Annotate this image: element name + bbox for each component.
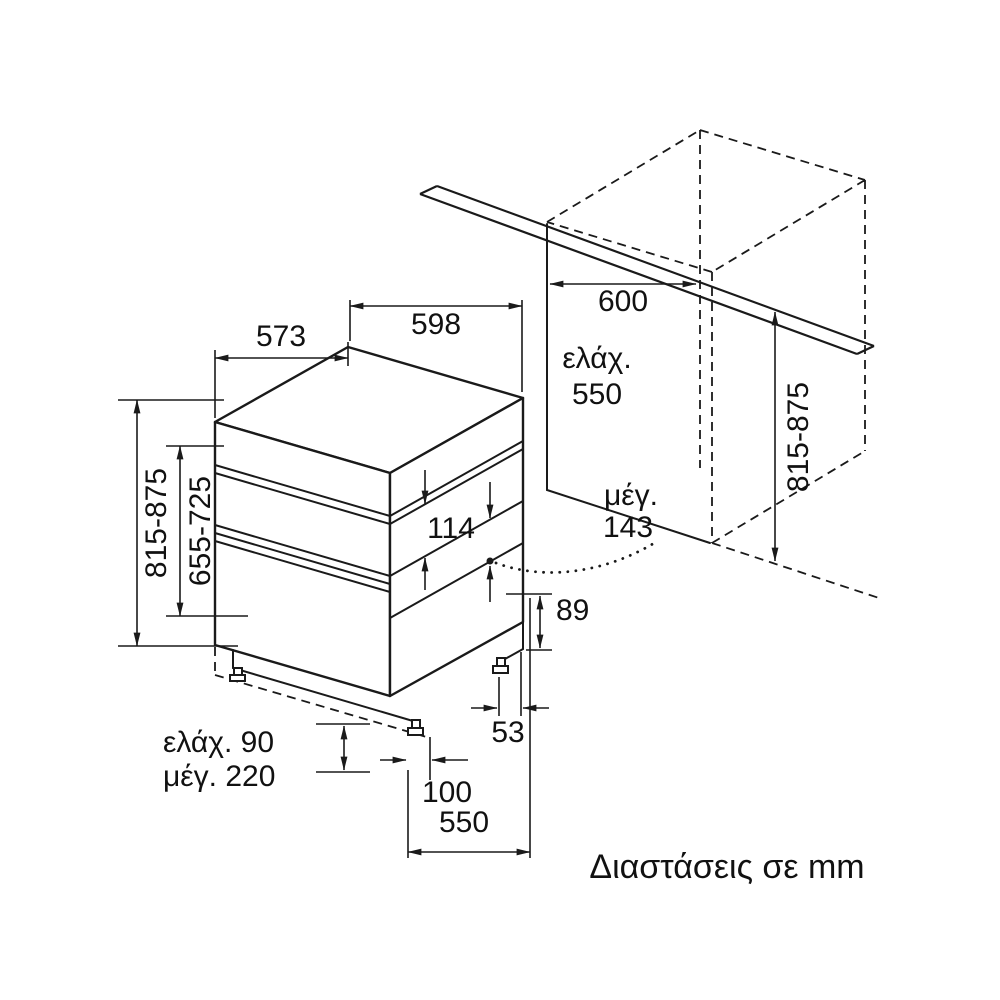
door-overlap-prefix: μέγ. [604,479,658,512]
adjustable-feet [229,657,509,736]
dim-rear-foot-ext [498,652,522,716]
control-panel-and-door-lines [214,464,391,593]
dim-top-depth-label: 573 [256,320,306,353]
dim-niche-height-label: 815-875 [782,382,815,492]
rear-foot-base [492,665,509,674]
dim-front-foot-label: 100 [422,776,472,809]
countertop-lines [419,184,875,356]
dim-door-overlap: μέγ. 143 [486,479,658,602]
leader-dot [486,557,494,565]
dim-plinth-ext [316,723,370,773]
hidden-floor-lines [214,647,431,739]
dim-top-width-label: 598 [411,308,461,341]
niche-side-wall [546,223,711,544]
dim-cabinet-depth-label: 600 [598,285,648,318]
dim-rear-foot-offset: 53 [471,652,549,749]
niche-min-prefix: ελάχ. [562,342,631,375]
units-note: Διαστάσεις σε mm [589,848,864,886]
dim-niche-height: 815-875 [771,311,815,562]
cabinet-dashed-outline [546,129,883,600]
dim-installation-depth-label: 550 [439,806,489,839]
cabinet-dashed-lines [546,129,883,600]
plinth-max-label: μέγ. 220 [163,760,275,793]
dotted-leader-line [494,540,658,574]
dim-cabinet-depth: 600 [549,280,697,318]
dishwasher-drawing [213,345,525,739]
dim-installation-depth: 550 [407,598,531,858]
side-wall-lines [546,223,711,544]
dim-top-depth: 573 [214,320,349,418]
front-left-foot [233,667,243,676]
plinth-min-label: ελάχ. 90 [163,726,274,759]
door-overlap-value: 143 [603,511,653,544]
countertop [419,184,875,356]
side-panel-lines [389,440,524,619]
dim-appliance-height-label: 815-875 [140,468,173,578]
dim-top-width: 598 [349,300,523,392]
dim-control-panel-label: 114 [427,512,475,545]
front-right-foot-base [407,727,424,736]
dim-base-height: 89 [506,593,589,651]
niche-min-value: 550 [572,378,622,411]
dim-plinth-range: ελάχ. 90 μέγ. 220 [163,723,370,793]
dim-front-panel-height: 655-725 [166,445,248,617]
dim-front-foot-ext [407,737,431,858]
dim-control-panel: 114 [421,470,475,590]
dim-front-foot-offset: 100 [380,737,472,858]
front-right-foot [411,719,421,729]
dim-rear-foot-label: 53 [491,716,524,749]
dim-base-height-label: 89 [556,594,589,627]
label-niche-min: ελάχ. 550 [562,342,631,411]
rear-foot [496,657,506,667]
front-left-foot-base [229,674,246,682]
dim-appliance-height: 815-875 [118,399,238,647]
dim-front-panel-label: 655-725 [184,476,217,586]
